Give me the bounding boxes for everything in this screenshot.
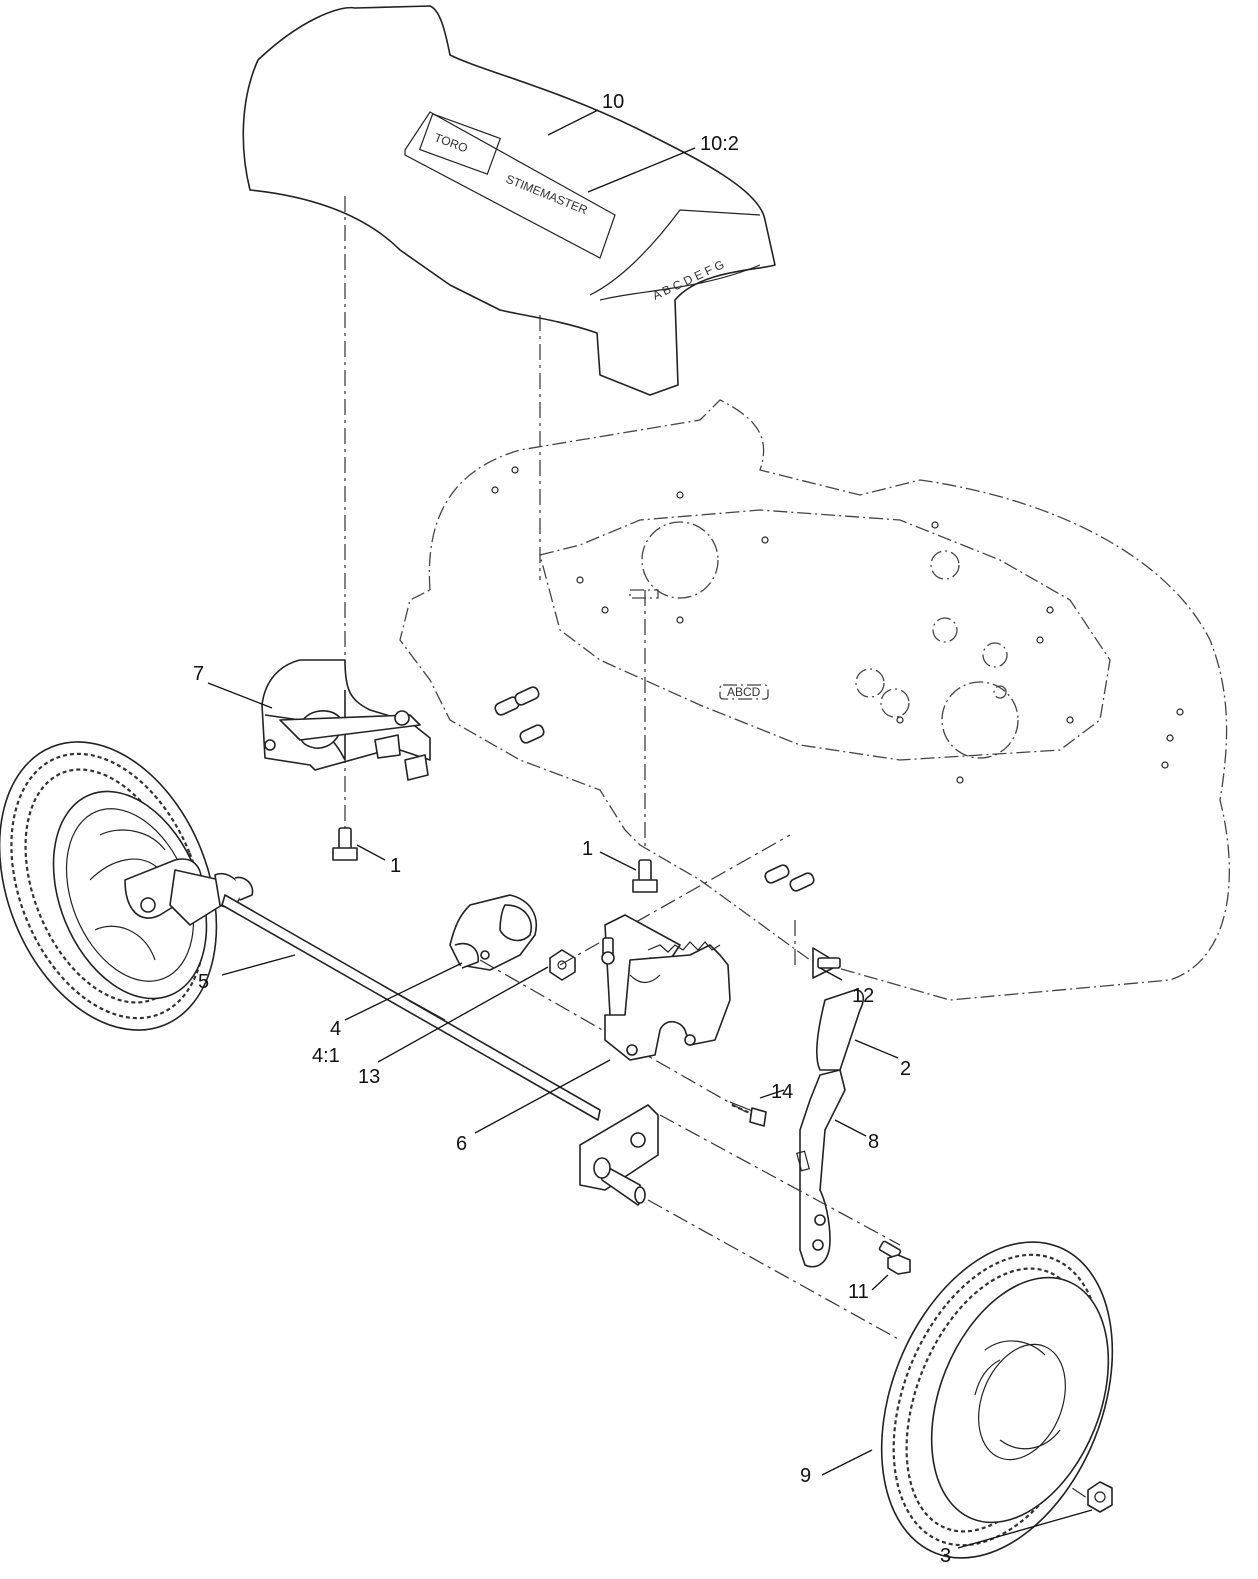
callout-8: 8	[868, 1131, 879, 1153]
phantom-line-5	[559, 834, 791, 966]
phantom-line-7	[647, 1199, 901, 1341]
bolt-part-12	[812, 947, 841, 979]
phantom-line-4	[479, 959, 761, 1121]
nut-part-13	[549, 949, 576, 981]
right-wheel-part-9	[880, 1241, 1114, 1559]
deck-bolt-holes	[491, 466, 1184, 784]
callout-10-2: 10:2	[700, 133, 739, 155]
handle-cover-part-10: TORO STIMEMASTER A B C D E F G	[242, 5, 776, 396]
phantom-line-9	[999, 1439, 1091, 1501]
deck-decal-text: ABCD	[727, 685, 761, 699]
wheel-mount-plate	[579, 1104, 659, 1206]
callout-7: 7	[193, 663, 204, 685]
callout-11: 11	[848, 1281, 869, 1303]
callout-leaders	[207, 109, 1093, 1549]
callout-1-left: 1	[390, 855, 401, 877]
pivot-block-part-4	[449, 894, 537, 971]
mower-deck-outline: ABCD	[399, 399, 1231, 1001]
callout-2: 2	[900, 1058, 911, 1080]
callout-14: 14	[771, 1081, 793, 1103]
callout-4-1: 4:1	[312, 1045, 340, 1067]
axle-rod-part-5	[221, 894, 601, 1121]
callout-5: 5	[198, 971, 209, 993]
pivot-bracket-part-7	[261, 659, 431, 781]
left-wheel	[0, 741, 254, 1031]
callout-4: 4	[330, 1018, 341, 1040]
bolt-part-14	[729, 1101, 767, 1127]
height-adjust-plate-part-6	[601, 914, 731, 1061]
callout-12: 12	[852, 985, 874, 1007]
bolt-part-1-left	[332, 827, 358, 861]
callout-6: 6	[456, 1133, 467, 1155]
callout-3: 3	[940, 1545, 951, 1567]
callout-1-right: 1	[582, 838, 593, 860]
deck-pins	[494, 686, 815, 892]
callout-13: 13	[358, 1066, 380, 1088]
bolt-part-1-right	[632, 859, 658, 893]
lever-arm-part-8	[796, 1069, 846, 1268]
callout-9: 9	[800, 1465, 811, 1487]
callout-10: 10	[602, 91, 624, 113]
nut-part-3	[1087, 1481, 1113, 1513]
bolt-part-11	[878, 1240, 911, 1275]
